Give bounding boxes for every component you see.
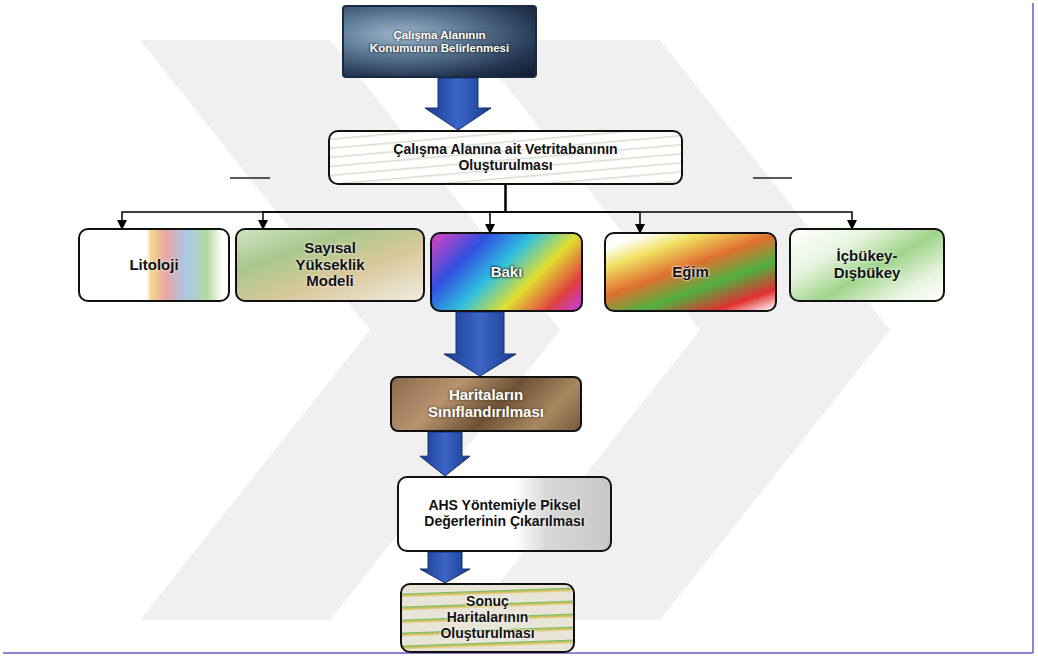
node-label: Bakı (491, 264, 523, 281)
node-label: Haritaların Sınıflandırılması (411, 387, 561, 421)
input-box: Eğim (604, 232, 777, 312)
process-box: AHS Yöntemiyle Piksel Değerlerinin Çıkar… (397, 476, 612, 552)
result-box: Sonuç Haritalarının Oluşturulması (400, 583, 575, 653)
process-box: Çalışma Alanına ait Vetritabanının Oluşt… (328, 130, 683, 185)
node-label: Sonuç Haritalarının Oluşturulması (428, 594, 548, 641)
input-box: İçbükey-Dışbükey (789, 228, 945, 302)
block-arrow (420, 432, 470, 476)
frame-line (1032, 3, 1034, 653)
watermark (140, 40, 890, 620)
dash-mark (753, 177, 792, 179)
input-box: Bakı (430, 232, 583, 312)
block-arrow (425, 78, 491, 130)
dash-mark (230, 177, 270, 179)
node-label: Eğim (672, 264, 709, 281)
node-label: Sayısal Yükseklik Modeli (275, 240, 385, 290)
node-label: İçbükey-Dışbükey (812, 248, 922, 282)
branch-arrow (506, 185, 641, 232)
branch-arrow (490, 185, 506, 232)
node-label: AHS Yöntemiyle Piksel Değerlerinin Çıkar… (420, 498, 590, 529)
node-label: Litoloji (129, 257, 178, 274)
branch-arrow (122, 185, 506, 228)
branch-arrow (506, 185, 853, 228)
input-box: Sayısal Yükseklik Modeli (235, 228, 425, 302)
node-label: Çalışma Alanının Konumunun Belirlenmesi (365, 29, 515, 55)
node-label: Çalışma Alanına ait Vetritabanının Oluşt… (381, 142, 631, 173)
input-box: Litoloji (78, 228, 230, 302)
block-arrow (420, 552, 470, 583)
branch-arrow (263, 185, 506, 228)
block-arrow (444, 312, 516, 376)
start-box: Çalışma Alanının Konumunun Belirlenmesi (342, 5, 537, 78)
process-box: Haritaların Sınıflandırılması (390, 376, 582, 432)
